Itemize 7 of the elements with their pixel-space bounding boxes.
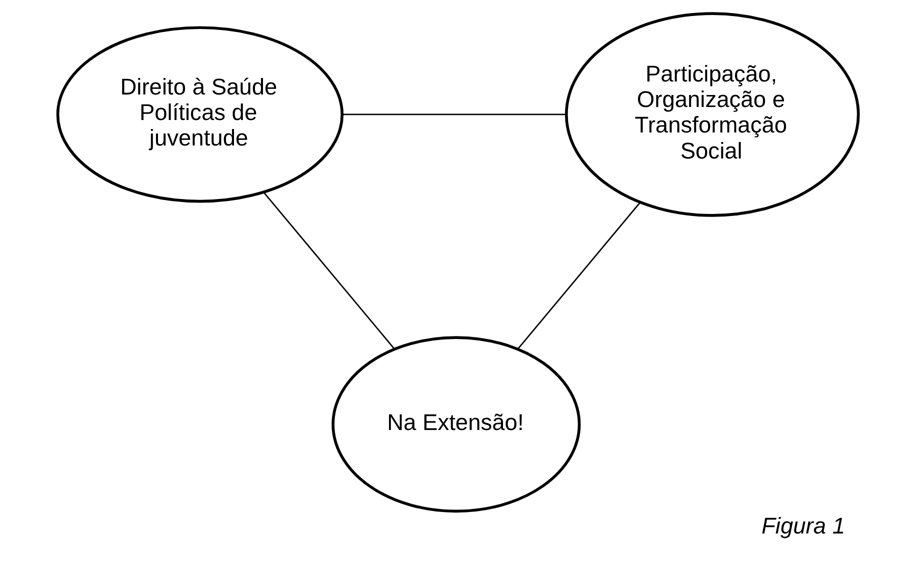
node-ellipse: Direito à Saúde Políticas de juventude <box>56 26 344 203</box>
node-ellipse: Na Extensão! <box>331 336 580 513</box>
connector <box>262 192 395 350</box>
node-ellipse: Participação, Organização e Transformação Social <box>564 12 860 217</box>
connector <box>342 114 566 116</box>
connector <box>517 202 640 350</box>
caption: Figura 1 <box>761 512 845 539</box>
